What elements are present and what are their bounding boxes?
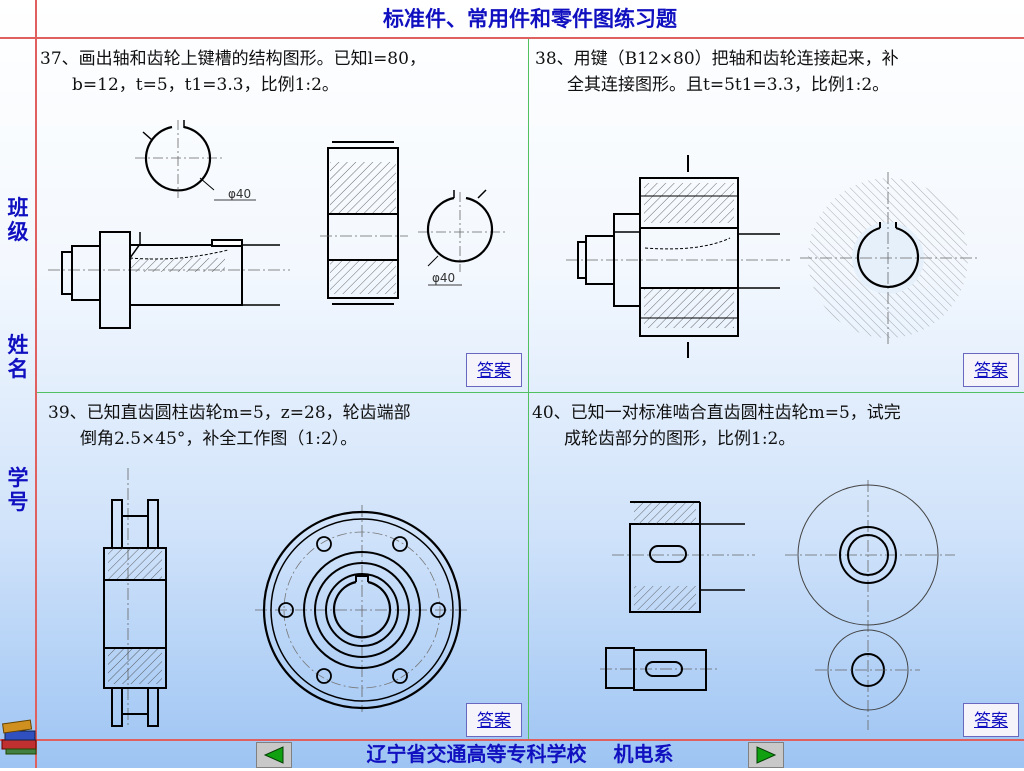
next-slide-button[interactable] [748,742,784,768]
right-arrow-icon [756,746,777,764]
footer-top-border [0,739,1024,741]
q37-dimension-phi40-b: φ40 [432,271,455,285]
q37-gear-section [320,141,408,305]
name-label: 姓名 [7,333,29,381]
q37-gear-hole [418,189,505,286]
answer-button-39[interactable]: 答案 [466,703,522,737]
q37-shaft-side [48,231,290,329]
grid-vertical-divider [528,39,529,739]
answer-button-38[interactable]: 答案 [963,353,1019,387]
q38-assembly [566,155,790,358]
q40-shaft-lower [600,647,720,691]
question-38-line2: 全其连接图形。且t=5t1=3.3，比例1:2。 [567,75,890,95]
q37-shaft-section [135,120,256,201]
question-40: 40、已知一对标准啮合直齿圆柱齿轮m=5，试完 成轮齿部分的图形，比例1:2。 [532,400,1020,452]
q39-gear-front-view [255,505,470,712]
question-39-line2: 倒角2.5×45°，补全工作图（1:2）。 [80,429,358,449]
q37-dimension-phi40-a: φ40 [228,187,251,201]
books-icon [1,719,37,755]
question-38: 38、用键（B12×80）把轴和齿轮连接起来，补 全其连接图形。且t=5t1=3… [535,46,1020,98]
header-bottom-border [0,37,1024,39]
q38-gear-end-view [800,172,978,345]
left-column-border [35,0,37,768]
question-38-line1: 38、用键（B12×80）把轴和齿轮连接起来，补 [535,49,899,69]
answer-button-40[interactable]: 答案 [963,703,1019,737]
question-39-line1: 39、已知直齿圆柱齿轮m=5，z=28，轮齿端部 [48,403,411,423]
question-37-line1: 37、画出轴和齿轮上键槽的结构图形。已知l=80， [40,49,426,69]
q40-gear-circles [785,480,955,730]
footer-school-name: 辽宁省交通高等专科学校 机电系 [366,742,674,766]
question-39: 39、已知直齿圆柱齿轮m=5，z=28，轮齿端部 倒角2.5×45°，补全工作图… [48,400,526,452]
q40-shaft-upper [612,501,755,613]
left-arrow-icon [263,746,284,764]
question-37-line2: b=12，t=5，t1=3.3，比例1:2。 [72,75,339,95]
grid-horizontal-divider [37,392,1024,393]
question-40-line2: 成轮齿部分的图形，比例1:2。 [564,429,796,449]
prev-slide-button[interactable] [256,742,292,768]
question-37: 37、画出轴和齿轮上键槽的结构图形。已知l=80， b=12，t=5，t1=3.… [40,46,530,98]
class-label: 班级 [7,196,29,244]
answer-button-37[interactable]: 答案 [466,353,522,387]
question-40-line1: 40、已知一对标准啮合直齿圆柱齿轮m=5，试完 [532,403,901,423]
q39-gear-side-section [103,468,167,728]
student-id-label: 学号 [7,466,29,514]
page-title: 标准件、常用件和零件图练习题 [383,6,677,31]
